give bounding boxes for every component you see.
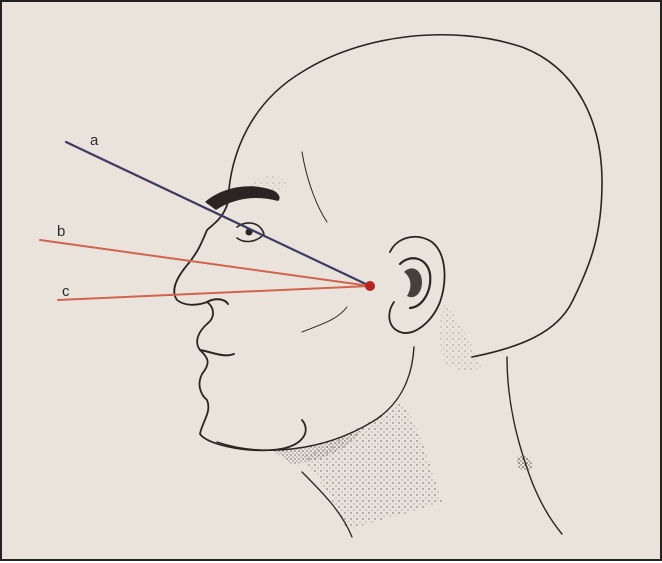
cheek-shading — [302, 307, 347, 332]
label-a: a — [90, 132, 99, 149]
nostril — [207, 299, 228, 304]
face-contour — [302, 152, 327, 222]
line-c — [58, 286, 370, 300]
neck-back — [507, 357, 562, 534]
nape-detail — [517, 455, 532, 470]
head-outline — [228, 35, 602, 357]
behind-ear-shading — [441, 302, 483, 370]
ear-point-marker — [365, 281, 375, 291]
label-b: b — [57, 223, 65, 240]
label-c: c — [62, 283, 70, 300]
ear-shadow — [404, 268, 422, 297]
neck-shading — [302, 402, 442, 530]
